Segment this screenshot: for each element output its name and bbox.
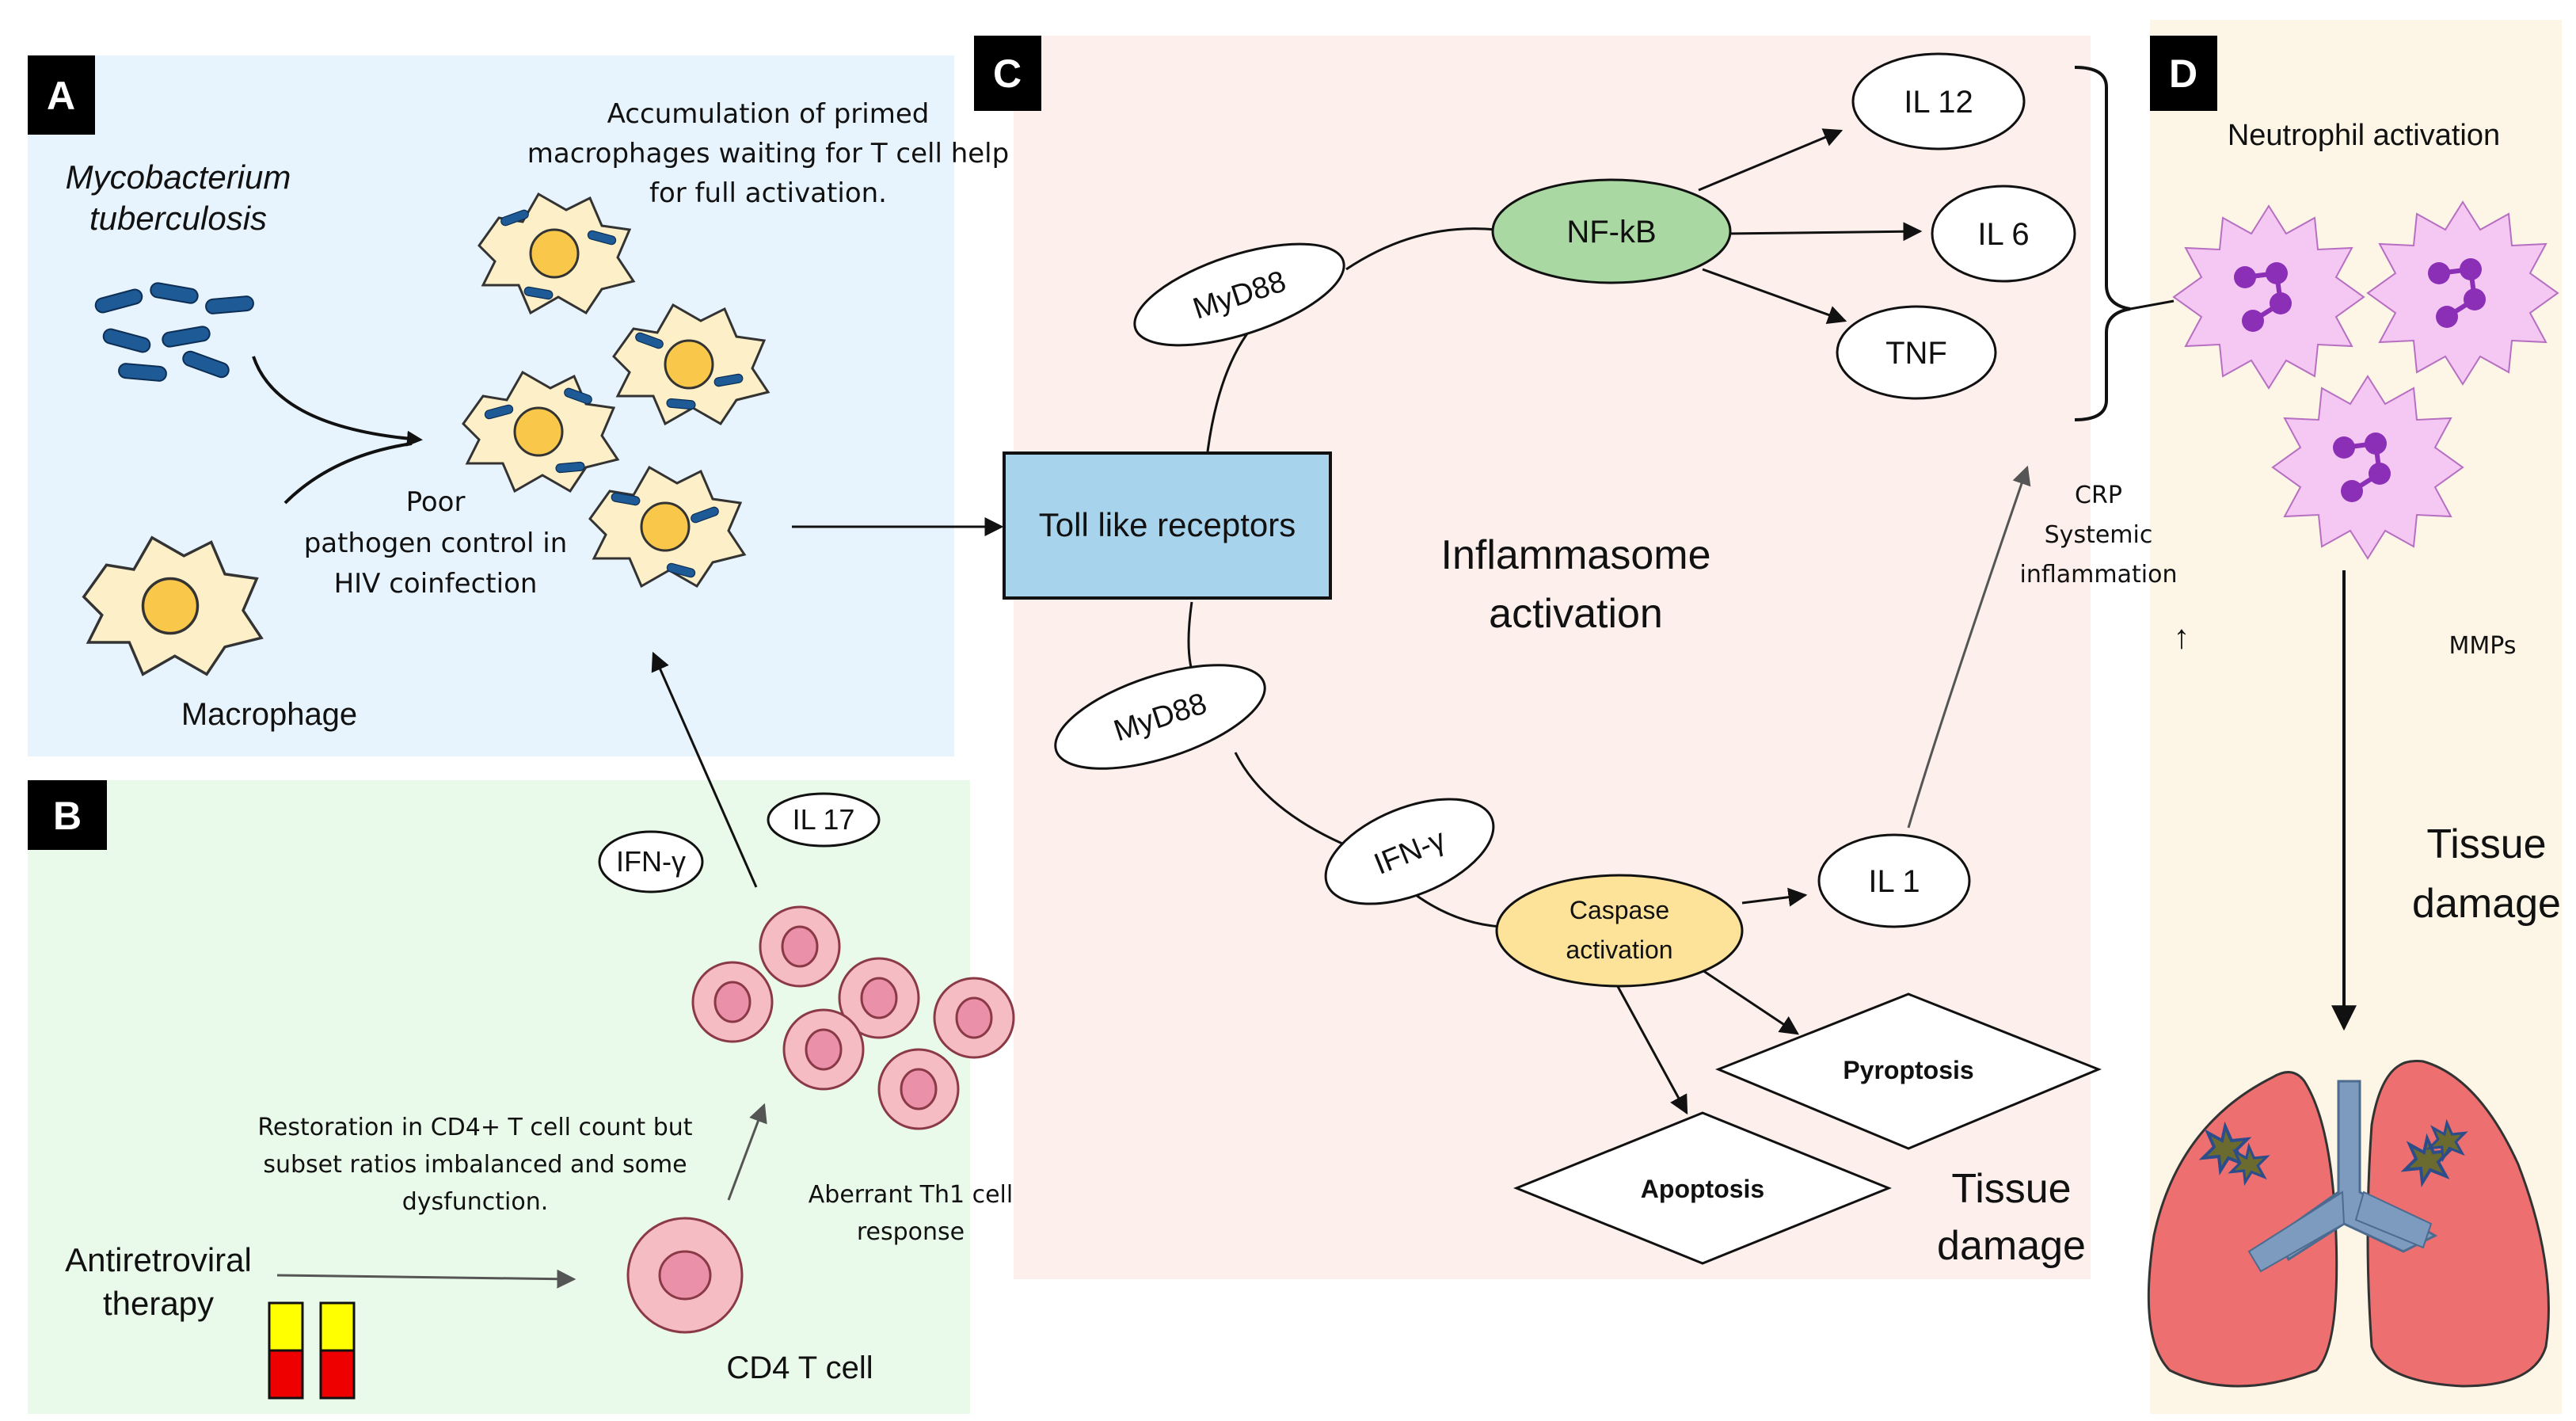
svg-text:Pyroptosis: Pyroptosis xyxy=(1843,1056,1973,1084)
cd4-to-th1-arrow xyxy=(727,1103,767,1201)
poor-control-line3: HIV coinfection xyxy=(334,568,538,600)
accumulation-label-line3: for full activation. xyxy=(649,177,887,209)
caspase-to-il1-arrow xyxy=(1741,887,1808,907)
poor-control-line2: pathogen control in xyxy=(304,528,568,559)
svg-text:IL 17: IL 17 xyxy=(793,803,855,836)
cd4-tcell xyxy=(626,1217,744,1334)
il1-to-crp-arrow xyxy=(1907,465,2031,829)
il12-oval: IL 12 xyxy=(1851,52,2026,150)
pathogen-label-line2: tuberculosis xyxy=(89,200,267,237)
svg-text:B: B xyxy=(53,794,82,838)
art-to-cd4-arrow xyxy=(276,1269,576,1289)
caspase-to-pyroptosis-arrow xyxy=(1702,969,1799,1035)
mmps-label: MMPs xyxy=(2449,632,2517,660)
svg-text:IFN-γ: IFN-γ xyxy=(616,845,686,878)
aberrant-line1: Aberrant Th1 cell xyxy=(809,1181,1013,1209)
accumulation-label-line1: Accumulation of primed xyxy=(607,98,930,130)
tissue-damage-c-line2: damage xyxy=(1937,1223,2086,1269)
svg-text:IL 6: IL 6 xyxy=(1977,217,2029,252)
pathogen-label-line1: Mycobacterium xyxy=(66,158,291,196)
apoptosis-diamond: Apoptosis xyxy=(1512,1111,1893,1265)
tcells-to-panel-a-arrow xyxy=(651,651,758,888)
crp-label-line1: CRP xyxy=(2075,482,2122,509)
crp-increase-arrow: ↑ xyxy=(2174,618,2190,655)
toll-like-receptors-box: Toll like receptors xyxy=(1003,451,1332,600)
crp-label-line3: inflammation xyxy=(2020,561,2178,589)
aberrant-line2: response xyxy=(857,1218,965,1246)
svg-text:Caspase: Caspase xyxy=(1570,896,1669,924)
svg-text:IL 12: IL 12 xyxy=(1904,85,1973,120)
crp-label-line2: Systemic xyxy=(2045,521,2153,549)
caspase-activation-oval: Caspase activation xyxy=(1495,874,1744,988)
svg-text:TNF: TNF xyxy=(1885,336,1947,371)
cd4-label: CD4 T cell xyxy=(726,1351,873,1385)
svg-text:activation: activation xyxy=(1566,935,1672,964)
art-label-line2: therapy xyxy=(103,1285,214,1322)
panel-b-badge: B xyxy=(28,780,107,850)
lungs-illustration xyxy=(2147,1060,2550,1388)
tissue-damage-c-line1: Tissue xyxy=(1951,1166,2071,1212)
macrophage-to-center-arrow xyxy=(283,442,413,505)
myd88-bottom-oval: MyD88 xyxy=(1054,664,1266,770)
myd88-to-nfkb-curve xyxy=(1345,227,1497,271)
svg-text:Toll like receptors: Toll like receptors xyxy=(1039,506,1296,543)
bacteria-to-macrophage-arrow xyxy=(252,356,423,447)
nfkb-to-il6-arrow xyxy=(1726,222,1923,242)
restoration-line3: dysfunction. xyxy=(402,1188,549,1216)
svg-text:Apoptosis: Apoptosis xyxy=(1641,1175,1764,1203)
myd88-top-oval: MyD88 xyxy=(1133,242,1345,347)
ifn-gamma-oval-c: IFN-γ xyxy=(1324,798,1495,905)
inflammasome-label-line2: activation xyxy=(1489,591,1663,637)
svg-text:D: D xyxy=(2169,51,2197,96)
left-lung xyxy=(2147,1071,2338,1388)
svg-text:C: C xyxy=(993,51,1022,96)
svg-text:IL 1: IL 1 xyxy=(1868,864,1920,899)
myd88-to-ifn-curve xyxy=(1234,752,1343,845)
svg-text:NF-kB: NF-kB xyxy=(1566,215,1656,250)
macrophage-label: Macrophage xyxy=(181,697,357,732)
restoration-line1: Restoration in CD4+ T cell count but xyxy=(257,1114,692,1141)
nfkb-to-tnf-arrow xyxy=(1702,268,1847,324)
art-label-line1: Antiretroviral xyxy=(65,1241,252,1278)
restoration-line2: subset ratios imbalanced and some xyxy=(263,1151,687,1179)
tissue-damage-d-line1: Tissue xyxy=(2426,821,2546,867)
tissue-damage-d-line2: damage xyxy=(2412,881,2561,927)
panel-c-badge: C xyxy=(974,36,1041,111)
neutrophil-activation-label: Neutrophil activation xyxy=(2228,119,2500,152)
il1-oval: IL 1 xyxy=(1817,833,1971,928)
panel-d-badge: D xyxy=(2150,36,2217,111)
il6-oval: IL 6 xyxy=(1931,185,2076,283)
tnf-oval: TNF xyxy=(1836,305,1997,400)
bracket-to-neutrophil-line xyxy=(2129,299,2175,310)
panel-a-badge: A xyxy=(28,55,95,135)
caspase-to-apoptosis-arrow xyxy=(1614,981,1688,1115)
right-lung xyxy=(2366,1060,2550,1388)
art-pill-1 xyxy=(268,1301,304,1400)
panel-b-background xyxy=(28,780,970,1414)
nfkb-to-il12-arrow xyxy=(1698,128,1844,192)
poor-control-line1: Poor xyxy=(406,486,466,518)
nfkb-oval: NF-kB xyxy=(1491,178,1732,284)
pyroptosis-diamond: Pyroptosis xyxy=(1715,992,2102,1150)
art-pill-2 xyxy=(319,1301,356,1400)
accumulation-label-line2: macrophages waiting for T cell help xyxy=(527,138,1009,170)
ifn-gamma-oval-b: IFN-γ xyxy=(598,830,704,893)
inflammasome-label-line1: Inflammasome xyxy=(1441,532,1711,578)
il17-oval: IL 17 xyxy=(767,792,881,848)
svg-text:A: A xyxy=(47,74,75,118)
